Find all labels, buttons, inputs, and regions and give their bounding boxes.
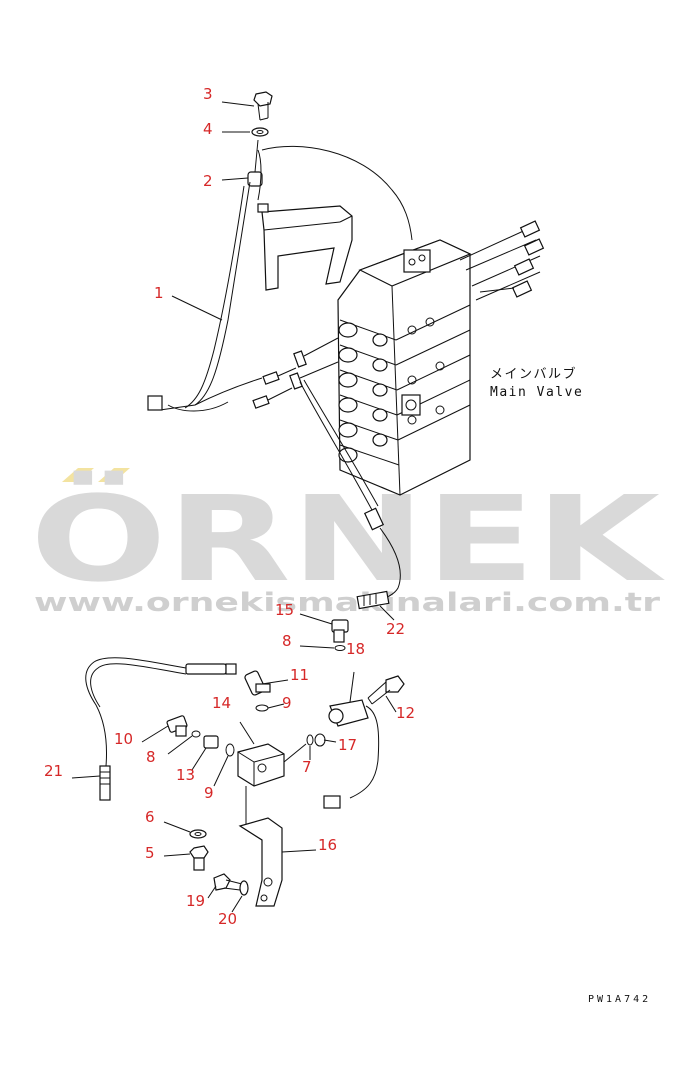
watermark: ÖRNEK www.ornekismakinalari.com.tr: [30, 468, 666, 618]
callout-21: 21: [44, 762, 63, 780]
callout-6: 6: [145, 808, 155, 826]
callout-11: 11: [290, 666, 309, 684]
watermark-brand: ÖRNEK: [30, 470, 666, 608]
part-oring-7: [306, 734, 314, 746]
callout-9-lower: 9: [204, 784, 214, 802]
callout-13: 13: [176, 766, 195, 784]
callout-4: 4: [203, 120, 213, 138]
callout-9-upper: 9: [282, 694, 292, 712]
valve-right-fittings: [459, 220, 545, 301]
watermark-accent-left: [62, 468, 94, 482]
part-oring-9-lower: [225, 743, 235, 757]
callout-8-lower: 8: [146, 748, 156, 766]
part-oring-8-lower: [191, 730, 201, 738]
callouts: 3 4 2 1 22 15 8 18 11 9 14 12 10 8 13 9 …: [44, 85, 415, 928]
callout-14: 14: [212, 694, 231, 712]
callout-18: 18: [346, 640, 365, 658]
callout-7: 7: [302, 758, 312, 776]
part-bracket-16: [238, 817, 283, 907]
drawing-number: PW1A742: [588, 994, 651, 1005]
callout-15: 15: [275, 601, 294, 619]
part-harness-22: [299, 379, 401, 610]
callout-3: 3: [203, 85, 213, 103]
part-oring-8-top: [334, 645, 346, 651]
part-elbow-10: [166, 715, 188, 737]
main-valve-label-jp: メインバルブ: [490, 366, 577, 382]
part-washer-6: [189, 829, 207, 839]
watermark-url: www.ornekismakinalari.com.tr: [34, 588, 660, 618]
part-bolt-19: [213, 873, 243, 891]
callout-12: 12: [396, 704, 415, 722]
main-valve-block: [337, 239, 472, 496]
part-washer-4: [251, 127, 269, 137]
part-fitting-13: [203, 735, 219, 749]
callout-17: 17: [338, 736, 357, 754]
part-bolt-3: [253, 91, 273, 121]
part-washer-20: [239, 880, 249, 896]
callout-22: 22: [386, 620, 405, 638]
part-hose-21: [85, 657, 237, 801]
callout-20: 20: [218, 910, 237, 928]
main-valve-label-en: Main Valve: [490, 385, 583, 400]
callout-1: 1: [154, 284, 164, 302]
part-solenoid-18: [323, 671, 380, 809]
callout-10: 10: [114, 730, 133, 748]
part-block-14: [237, 721, 307, 826]
part-elbow-11: [244, 670, 271, 696]
part-elbow-15: [331, 619, 349, 643]
leader-lines: [71, 101, 397, 913]
part-harness-1: [147, 145, 413, 412]
harness-connectors: [252, 337, 339, 409]
callout-2: 2: [203, 172, 213, 190]
part-bolt-12: [367, 675, 405, 705]
part-bracket-plate: [257, 203, 353, 291]
part-oring-9-upper: [255, 704, 269, 712]
part-oring-17: [314, 733, 326, 747]
callout-5: 5: [145, 844, 155, 862]
callout-16: 16: [318, 836, 337, 854]
watermark-accent-right: [98, 468, 130, 482]
callout-8-top: 8: [282, 632, 292, 650]
callout-19: 19: [186, 892, 205, 910]
part-clamp-2: [247, 139, 263, 187]
part-bolt-5: [189, 845, 209, 871]
